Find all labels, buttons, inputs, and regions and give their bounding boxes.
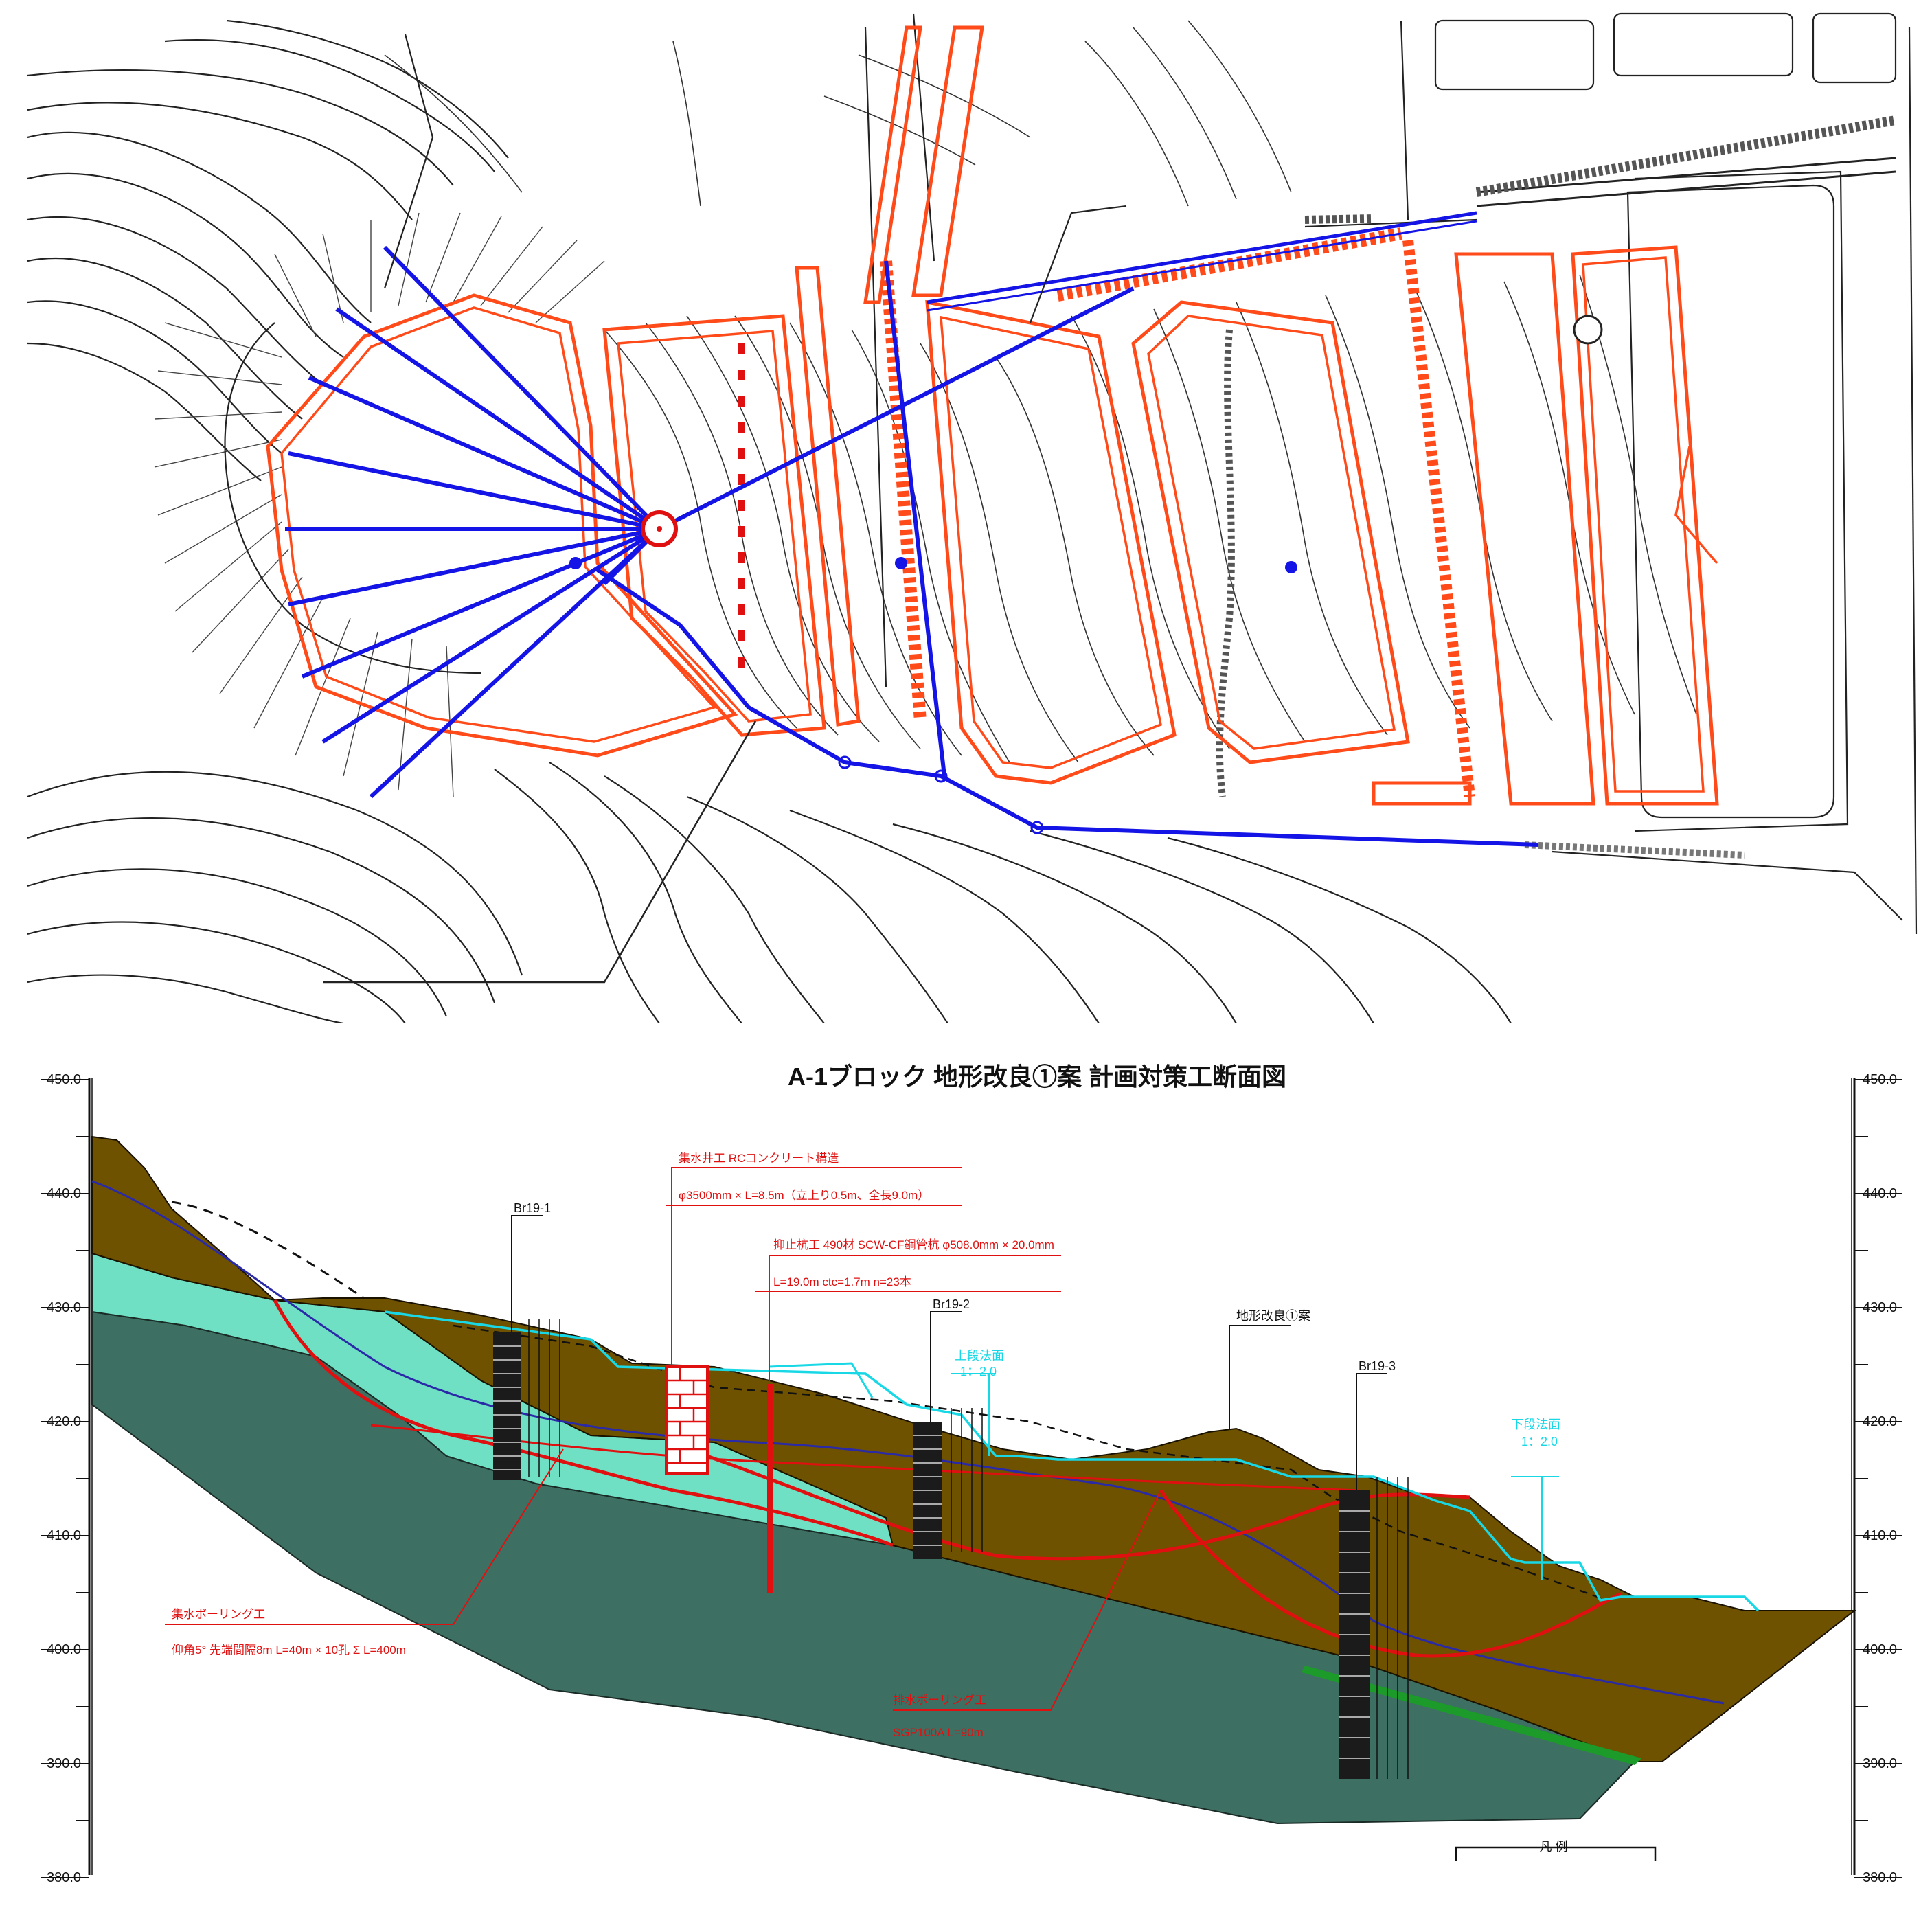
original-ground-line: [171, 1201, 365, 1299]
slope-hatching: [154, 212, 605, 797]
slip-surface-mid: [686, 1447, 1470, 1561]
drain-boring-spec: SGP100A L=90m: [893, 1726, 984, 1739]
shaft-title: 集水井工 RCコンクリート構造: [679, 1152, 839, 1165]
terrain-label: 地形改良①案: [1236, 1309, 1310, 1323]
pile-spec: L=19.0m ctc=1.7m n=23本: [773, 1275, 911, 1288]
annotation-terrain: 地形改良①案: [1229, 1309, 1310, 1429]
collecting-well: [569, 315, 1603, 834]
borehole-2: Br19-2: [913, 1297, 983, 1559]
cross-section-chart: A-1ブロック 地形改良①案 計画対策工断面図 450.0 440.0 430.…: [0, 1023, 1932, 1932]
annotation-lower-slope: 下段法面 1：2.0: [1511, 1418, 1560, 1580]
plan-leader-line: [323, 720, 757, 984]
fence-lines: [1216, 115, 1897, 859]
site-structures: [864, 12, 1918, 935]
countermeasure-outlines: [266, 25, 1719, 806]
elevation-labels-right: 450.0 440.0 430.0 420.0 410.0 400.0 390.…: [1854, 1072, 1902, 1885]
terrain-contours: [27, 19, 1512, 1023]
slip-surface-lower: [1159, 1489, 1622, 1658]
drainage-borings: [285, 211, 1539, 847]
scale-legend: 凡 例: [1455, 1840, 1657, 1861]
borehole-3: Br19-3: [1339, 1359, 1409, 1779]
slip-surface-upper: [273, 1299, 894, 1547]
pile-title: 抑止杭工 490材 SCW-CF鋼管杭 φ508.0mm × 20.0mm: [773, 1238, 1054, 1251]
shaft-spec: φ3500mm × L=8.5m（立上り0.5m、全長9.0m）: [679, 1189, 929, 1202]
lower-slope-ratio: 1：2.0: [1521, 1435, 1558, 1448]
elevation-labels-left: 450.0 440.0 430.0 420.0 410.0 400.0 390.…: [41, 1072, 89, 1885]
annotation-steel-pile: 抑止杭工 490材 SCW-CF鋼管杭 φ508.0mm × 20.0mm L=…: [755, 1238, 1061, 1384]
drain-boring-title: 排水ボーリング工: [893, 1694, 986, 1707]
upper-slope-ratio: 1：2.0: [960, 1365, 997, 1378]
borehole-1: Br19-1: [493, 1201, 560, 1480]
plan-view-map: [27, 12, 1918, 1023]
upper-slope-label: 上段法面: [955, 1349, 1004, 1363]
lower-slope-label: 下段法面: [1511, 1418, 1560, 1431]
scale-label: 凡 例: [1539, 1840, 1567, 1854]
borehole-label: Br19-3: [1359, 1359, 1396, 1373]
annotation-collecting-well: 集水井工 RCコンクリート構造 φ3500mm × L=8.5m（立上り0.5m…: [666, 1152, 962, 1367]
annotation-collect-boring: 集水ボーリング工 仰角5° 先端間隔8m L=40m × 10孔 Σ L=400…: [165, 1448, 564, 1657]
collect-boring-title: 集水ボーリング工: [172, 1608, 265, 1621]
green-strip: [1302, 1666, 1641, 1765]
borehole-label: Br19-1: [514, 1201, 551, 1215]
design-profile-line: [384, 1310, 1760, 1612]
collecting-well-shaft: [665, 1365, 709, 1475]
annotation-drain-boring: 排水ボーリング工 SGP100A L=90m: [893, 1490, 1161, 1739]
section-title: A-1ブロック 地形改良①案 計画対策工断面図: [788, 1062, 1286, 1091]
borehole-label: Br19-2: [933, 1297, 970, 1311]
collect-boring-spec: 仰角5° 先端間隔8m L=40m × 10孔 Σ L=400m: [172, 1644, 406, 1657]
annotation-upper-slope: 上段法面 1：2.0: [951, 1349, 1004, 1456]
scale-bar-right: [1851, 1078, 1856, 1875]
pile-rows: [738, 227, 1475, 797]
steel-pile: [767, 1384, 773, 1593]
